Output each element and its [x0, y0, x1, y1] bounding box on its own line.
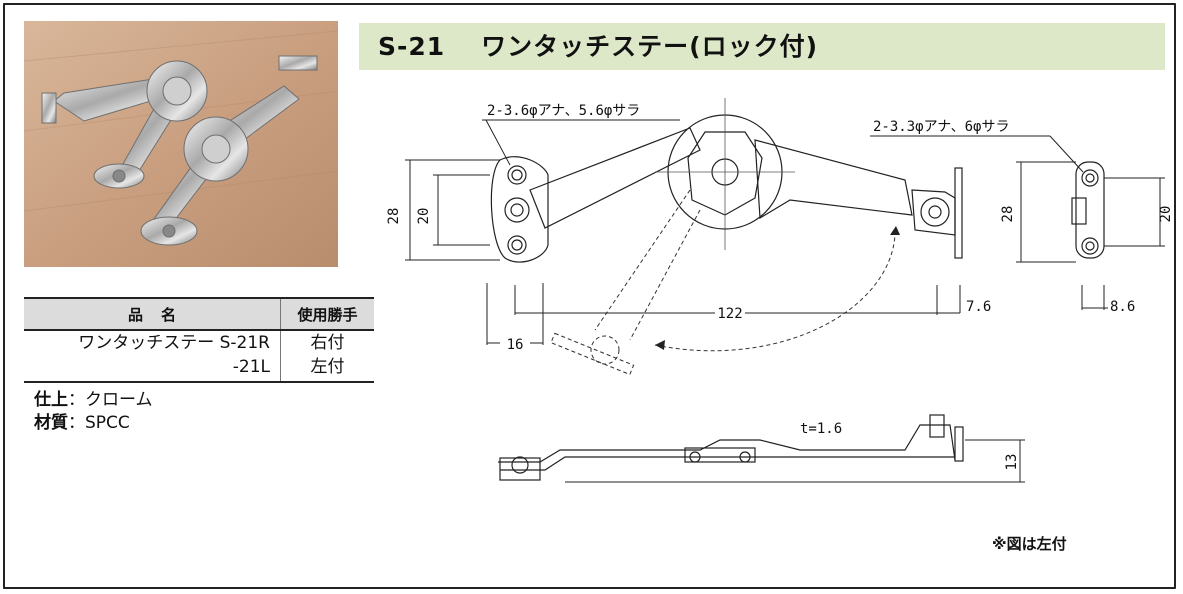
- cell-hand: 左付: [280, 355, 374, 383]
- drawing-note: ※図は左付: [992, 535, 1067, 553]
- table-row: ワンタッチステー S-21R 右付: [24, 330, 374, 355]
- product-name: ワンタッチステー(ロック付): [481, 32, 819, 61]
- header-band: [359, 23, 1165, 70]
- hole-icon: [507, 235, 527, 255]
- finish-material-block: 仕上：クローム 材質：SPCC: [34, 389, 153, 435]
- cell-hand: 右付: [280, 330, 374, 355]
- dim-13: 13: [1004, 454, 1020, 471]
- dim-7-6: 7.6: [966, 299, 991, 315]
- dim-20-right: 20: [1158, 206, 1174, 223]
- hole-icon: [920, 197, 950, 227]
- finish-line: 仕上：クローム: [34, 390, 153, 410]
- table-row: -21L 左付: [24, 355, 374, 383]
- dim-28-right: 28: [1000, 206, 1016, 223]
- hole-note-right: 2-3.3φアナ、6φサラ: [873, 119, 1009, 135]
- material-line: 材質：SPCC: [34, 413, 130, 433]
- product-photo: [24, 21, 338, 267]
- long-arm: [529, 127, 701, 229]
- cell-name: -21L: [24, 355, 281, 383]
- model-number: S-21: [378, 32, 446, 61]
- spec-table: 品名 使用勝手 ワンタッチステー S-21R 右付 -21L 左付: [24, 297, 374, 383]
- dim-28-left: 28: [386, 208, 402, 225]
- right-arm: [754, 139, 913, 220]
- dim-16: 16: [507, 337, 524, 353]
- column-header-name: 品名: [24, 297, 281, 331]
- dim-122: 122: [717, 306, 742, 322]
- page-title: S-21 ワンタッチステー(ロック付): [378, 28, 818, 66]
- hole-icon: [507, 165, 527, 185]
- outer-frame: [3, 3, 1176, 589]
- hole-note-left: 2-3.6φアナ、5.6φサラ: [487, 103, 640, 119]
- dim-8-6: 8.6: [1110, 299, 1135, 315]
- left-bracket-outline: [490, 156, 549, 263]
- column-header-hand: 使用勝手: [280, 297, 374, 331]
- dim-20-left: 20: [416, 208, 432, 225]
- mounting-plate: [1075, 161, 1105, 259]
- thickness-label: t=1.6: [800, 421, 842, 437]
- swing-line: [594, 189, 691, 331]
- cell-name: ワンタッチステー S-21R: [78, 333, 270, 353]
- hole-icon: [504, 197, 530, 223]
